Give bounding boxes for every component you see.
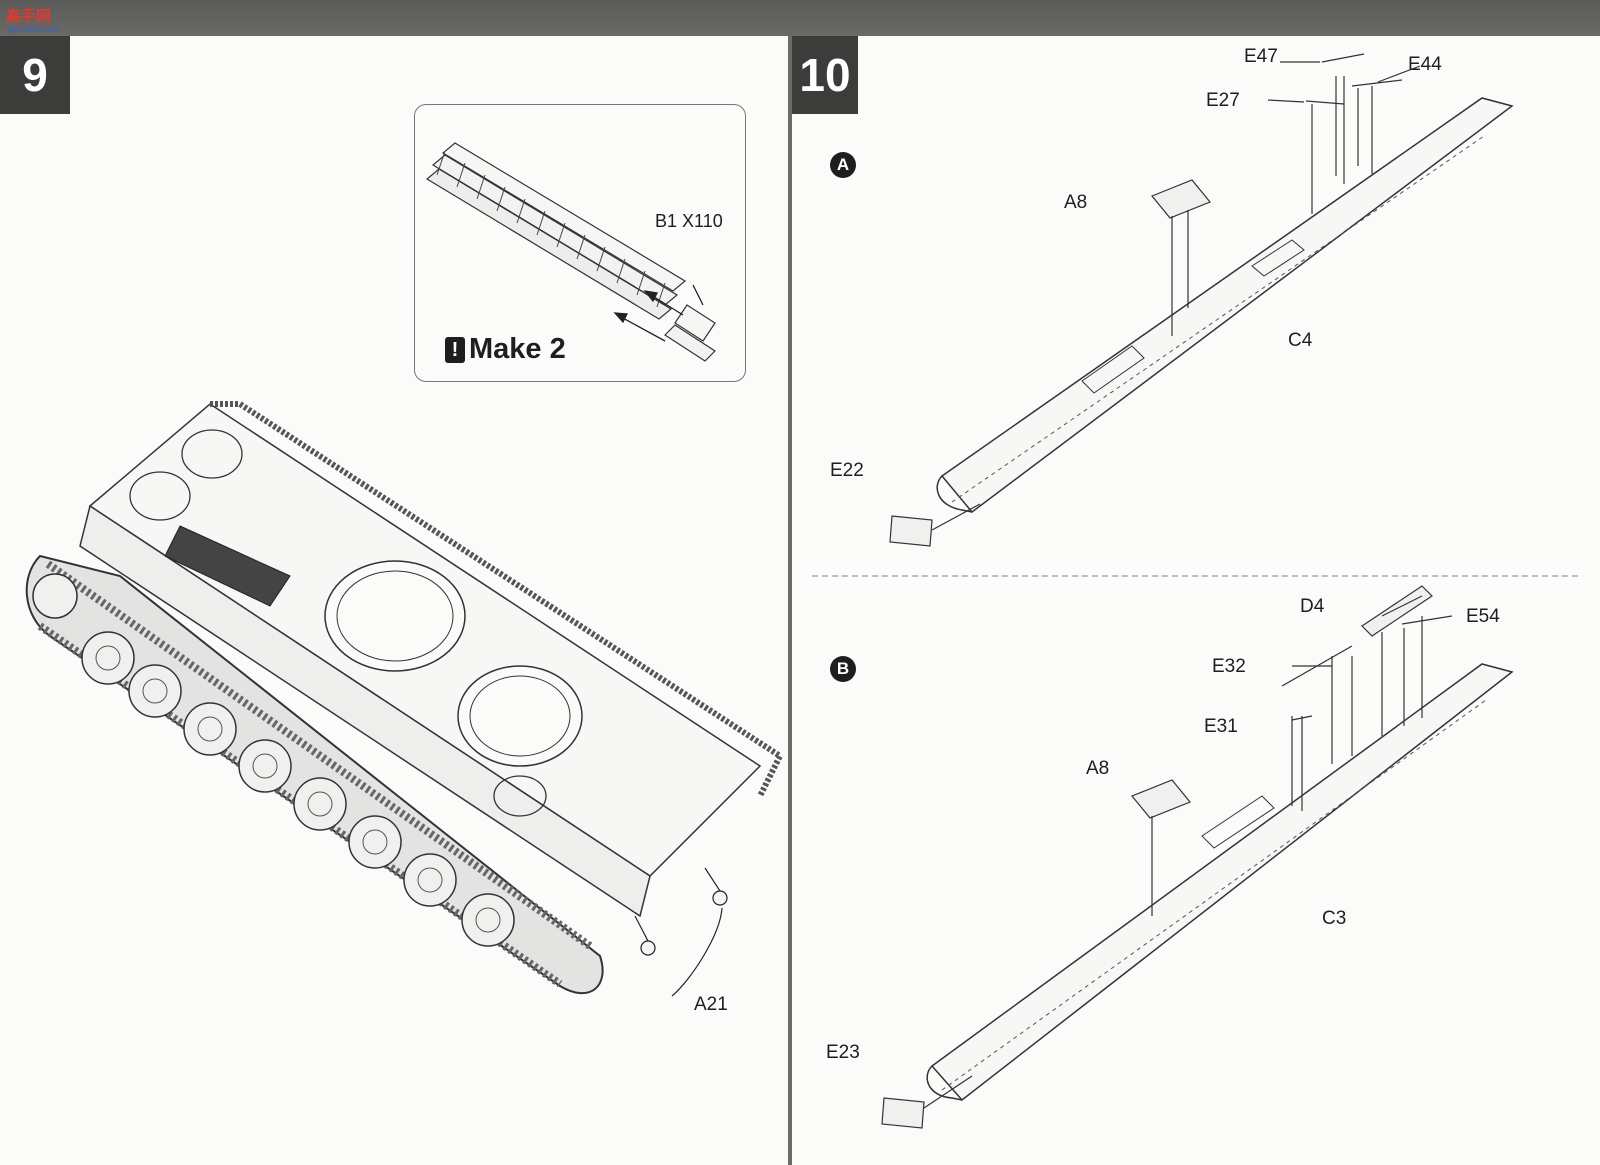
part-label-e23: E23: [826, 1042, 860, 1063]
track-assembly-inset: B1 X110 ! Make 2: [414, 104, 746, 382]
step-9-number: 9: [0, 36, 70, 114]
part-label-e47: E47: [1244, 46, 1278, 67]
sub-step-b-marker: B: [830, 656, 856, 682]
fender-c4: [936, 97, 1514, 514]
make-2-note: ! Make 2: [445, 333, 566, 366]
part-label-e27: E27: [1206, 90, 1240, 111]
watermark-url: gao-shou.com: [8, 25, 59, 34]
part-label-e32: E32: [1212, 656, 1246, 677]
warning-icon: !: [445, 336, 465, 363]
part-label-e22: E22: [830, 460, 864, 481]
fender-assembly-drawing: [812, 53, 1582, 1129]
part-label-e54: E54: [1466, 606, 1500, 627]
tank-hull-drawing: [25, 401, 784, 997]
part-label-b1: B1 X110: [655, 211, 723, 231]
page-step-10: 10: [792, 36, 1600, 1165]
make-2-label: Make 2: [469, 333, 566, 365]
part-label-e31: E31: [1204, 716, 1238, 737]
site-watermark-logo: 高手网 gao-shou.com: [6, 5, 72, 39]
part-label-a8-b: A8: [1086, 758, 1110, 779]
part-label-c4: C4: [1288, 330, 1313, 351]
step-10-number: 10: [792, 36, 858, 114]
watermark-text: 高手网: [6, 8, 52, 25]
part-label-c3: C3: [1322, 908, 1347, 929]
part-label-a21: A21: [694, 994, 728, 1015]
page-step-9: 9: [0, 36, 788, 1165]
part-label-e44: E44: [1408, 54, 1442, 75]
sub-step-a-marker: A: [830, 152, 856, 178]
part-label-d4: D4: [1300, 596, 1325, 617]
track-links-illustration: [425, 142, 716, 362]
part-label-a8-a: A8: [1064, 192, 1088, 213]
page-gutter: [788, 36, 792, 1165]
